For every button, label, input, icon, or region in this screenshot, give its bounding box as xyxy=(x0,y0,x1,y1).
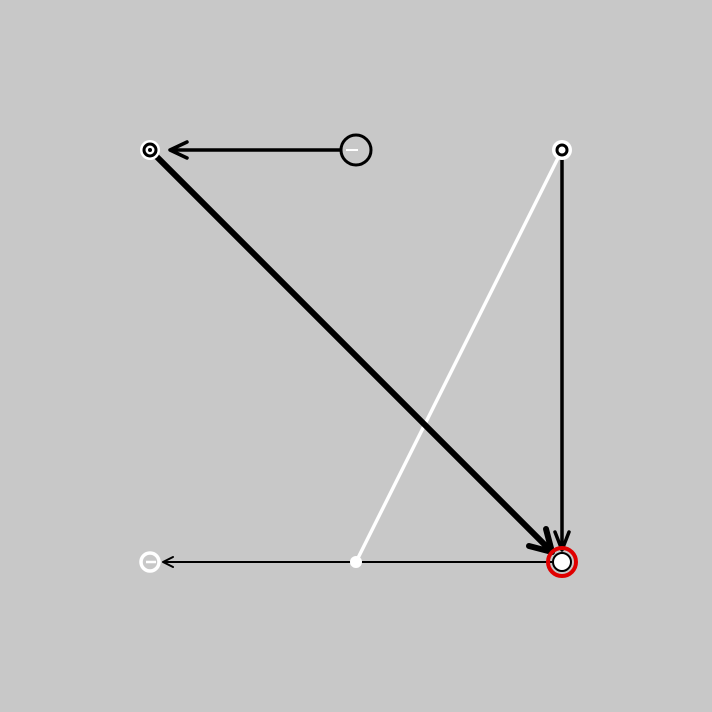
edge-top-left-to-bottom-right xyxy=(147,147,555,555)
node-top-middle xyxy=(339,133,373,167)
node-top-left xyxy=(140,140,160,160)
node-bottom-right xyxy=(546,546,578,578)
node-bottom-middle xyxy=(350,556,362,568)
edge-top-right-to-bottom-middle xyxy=(354,148,564,564)
edge-top-right-to-bottom-right xyxy=(553,158,571,552)
node-top-right xyxy=(552,140,572,160)
edge-top-middle-to-top-left xyxy=(168,140,342,160)
node-bottom-left xyxy=(139,551,161,573)
